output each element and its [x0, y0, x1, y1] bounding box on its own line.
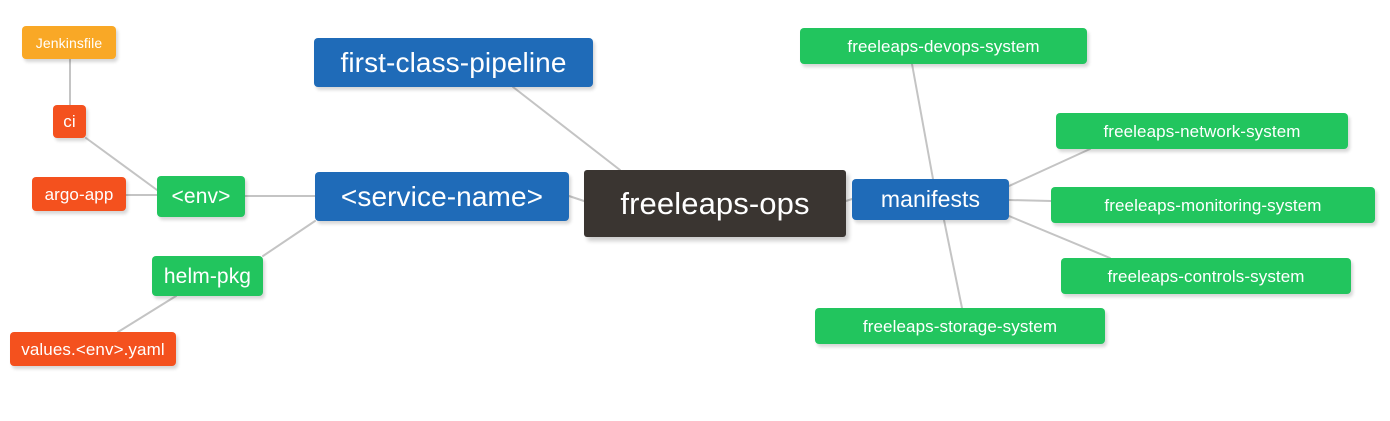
node-label: manifests [880, 186, 981, 212]
mindmap-node-argo-app[interactable]: argo-app [32, 177, 126, 211]
node-label: argo-app [44, 184, 114, 204]
mindmap-node-devops[interactable]: freeleaps-devops-system [800, 28, 1087, 64]
node-label: freeleaps-storage-system [862, 316, 1058, 336]
mindmap-node-values-yaml[interactable]: values.<env>.yaml [10, 332, 176, 366]
mindmap-node-env[interactable]: <env> [157, 176, 245, 217]
node-label: Jenkinsfile [35, 34, 103, 51]
mindmap-node-root[interactable]: freeleaps-ops [584, 170, 846, 237]
mindmap-node-manifests[interactable]: manifests [852, 179, 1009, 220]
node-label: <service-name> [340, 180, 544, 212]
node-label: helm-pkg [163, 264, 252, 288]
node-label: first-class-pipeline [340, 46, 567, 78]
node-label: values.<env>.yaml [21, 339, 165, 359]
node-label: freeleaps-controls-system [1107, 266, 1305, 286]
edge-service-to-helm-pkg [262, 220, 316, 257]
edge-manifests-to-monitoring [1008, 199, 1052, 202]
edge-manifests-to-storage [943, 219, 963, 309]
node-label: freeleaps-network-system [1103, 121, 1301, 141]
edge-manifests-to-network [1008, 148, 1091, 187]
mindmap-node-controls[interactable]: freeleaps-controls-system [1061, 258, 1351, 294]
edge-helm-pkg-to-values-yaml [117, 295, 177, 333]
node-label: freeleaps-devops-system [847, 36, 1040, 56]
node-label: ci [63, 112, 76, 131]
mindmap-node-storage[interactable]: freeleaps-storage-system [815, 308, 1105, 344]
node-label: freeleaps-ops [620, 186, 810, 221]
node-label: freeleaps-monitoring-system [1104, 195, 1322, 215]
mindmap-node-ci[interactable]: ci [53, 105, 86, 138]
mindmap-node-helm-pkg[interactable]: helm-pkg [152, 256, 263, 296]
edge-manifests-to-devops [911, 63, 934, 180]
mindmap-node-network[interactable]: freeleaps-network-system [1056, 113, 1348, 149]
mindmap-node-service[interactable]: <service-name> [315, 172, 569, 221]
mindmap-node-pipeline[interactable]: first-class-pipeline [314, 38, 593, 87]
node-label: <env> [171, 185, 231, 208]
edge-pipeline-to-root [512, 86, 621, 171]
mindmap-node-monitoring[interactable]: freeleaps-monitoring-system [1051, 187, 1375, 223]
mindmap-node-jenkinsfile[interactable]: Jenkinsfile [22, 26, 116, 59]
edge-service-to-root [568, 195, 585, 202]
